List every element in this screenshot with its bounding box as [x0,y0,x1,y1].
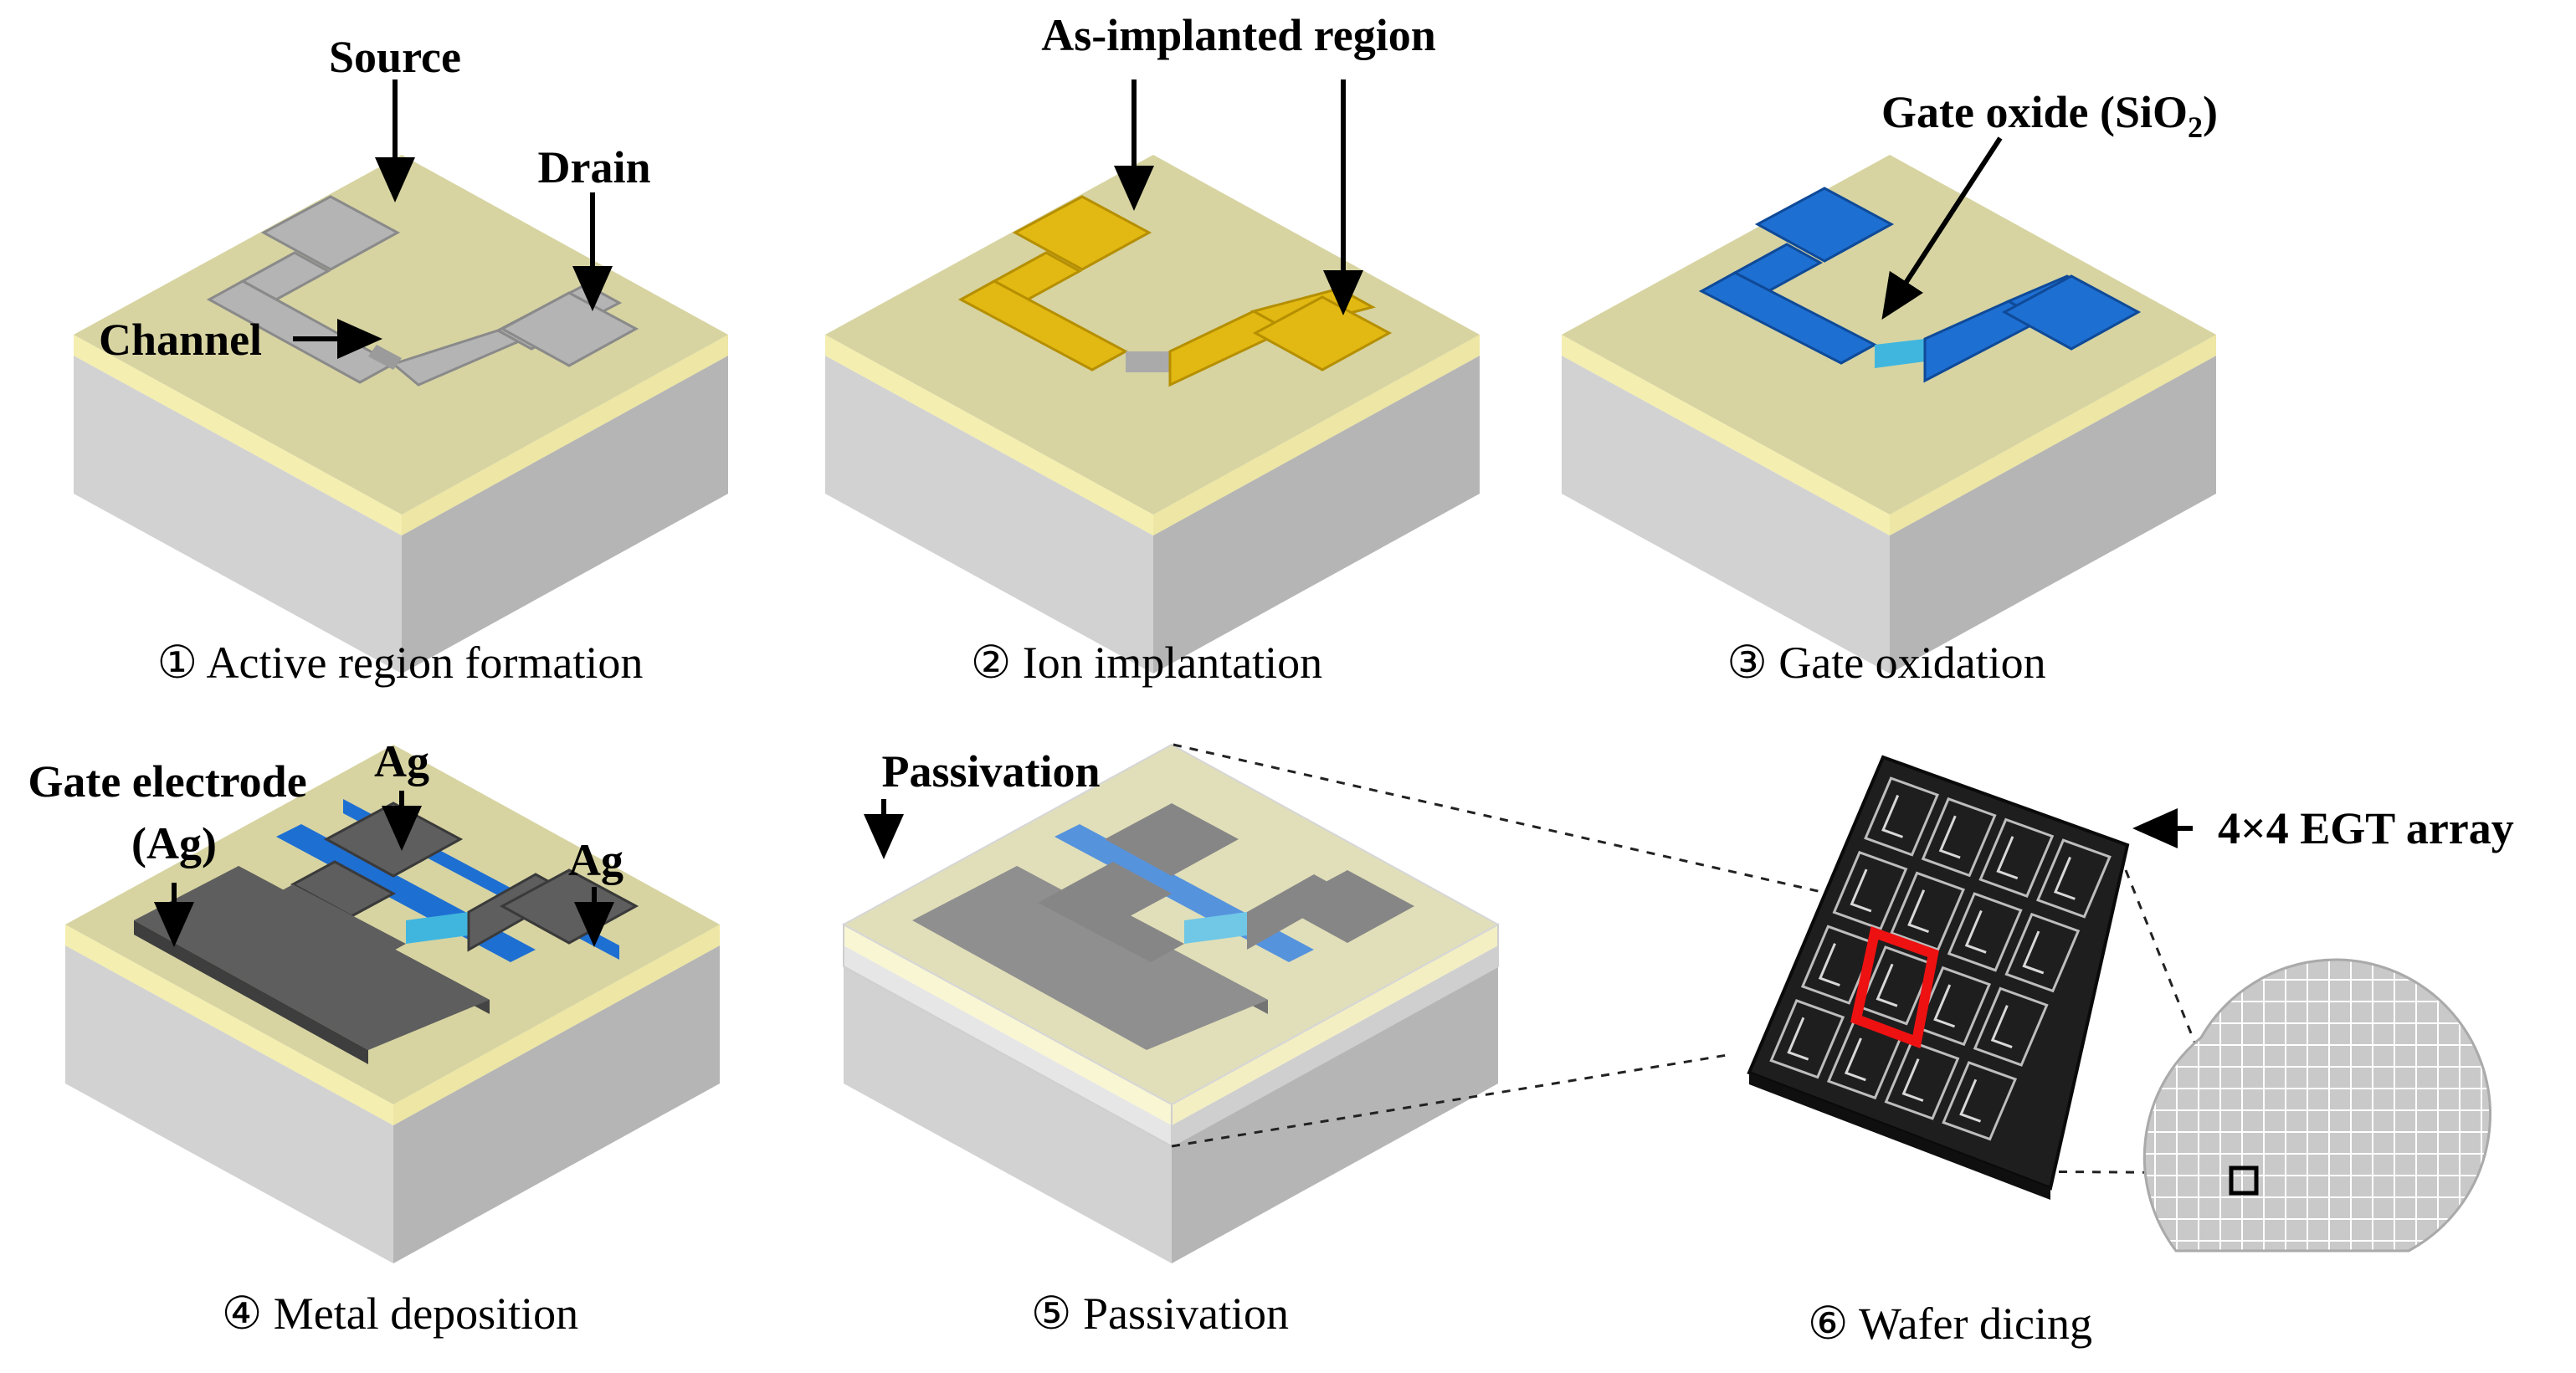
chip-cell [1978,817,2055,898]
label-drain: Drain [538,142,651,192]
chip-cell [1864,776,1940,857]
label-gate-oxide: Gate oxide (SiO2) [1881,87,2218,144]
block-metal-deposition [65,745,720,1263]
passivated-device [912,803,1414,1050]
chip-cell-trace [1938,815,1961,859]
chip-cell-trace [1844,1037,1866,1082]
implanted-shape [957,195,1393,387]
wafer [2142,958,2491,1253]
egt-array-chip [1747,755,2130,1200]
chip-cell [1947,892,2023,972]
chip-cell [1832,850,1908,931]
caption-step-1: ① Active region formation [157,638,644,688]
annotation-arrows [154,79,2193,947]
chip-cell-trace [1996,836,2019,880]
chip-cell-trace [2022,930,2045,975]
chip-cell-trace [2053,856,2076,900]
chip-cell-trace [1907,889,1930,934]
label-ag-right: Ag [568,835,623,885]
label-passivation: Passivation [881,746,1100,797]
caption-step-3: ③ Gate oxidation [1727,638,2045,688]
block-gate-oxidation [1562,155,2216,674]
caption-step-4: ④ Metal deposition [222,1288,578,1339]
passivation-layer [841,743,1501,1148]
caption-step-6: ⑥ Wafer dicing [1808,1299,2092,1349]
chip-cell [1942,1061,2018,1141]
chip-cell [1858,945,1934,1026]
chip-cell [1800,925,1876,1005]
chip-cell [2035,838,2112,919]
step-captions: ① Active region formation ② Ion implanta… [157,638,2092,1349]
label-gate-electrode: Gate electrode [28,756,306,807]
wafer-selected-die [2229,1166,2259,1196]
chip-cell-trace [1818,943,1840,986]
caption-step-2: ② Ion implantation [971,638,1322,688]
chip-cell-trace [1881,794,1903,838]
block-ion-implantation [825,155,1480,674]
chip-cell [1769,999,1845,1079]
label-egt-array: 4×4 EGT array [2218,803,2514,853]
text-labels: Source Drain Channel As-implanted region… [28,10,2513,885]
label-ag-top: Ag [374,736,429,786]
chip-cell-trace [1876,963,1898,1007]
label-gate-electrode-ag: (Ag) [131,818,217,868]
chip-cell [1973,986,2049,1067]
chip-cell [1890,871,1966,951]
chip-cell-trace [1964,909,1987,954]
highlighted-device [1850,926,1939,1049]
chip-cell-trace [1933,984,1956,1028]
block-passivation [841,743,1501,1263]
chip-cell [2004,912,2081,993]
label-channel: Channel [99,315,262,365]
label-as-implanted: As-implanted region [1041,10,1436,60]
chip-cell [1921,797,1997,878]
chip-cell-trace [1850,868,1872,913]
chip-cell-trace [1959,1078,1982,1123]
label-source: Source [329,32,461,82]
caption-step-5: ⑤ Passivation [1031,1288,1289,1339]
chip-cell-trace [1901,1058,1924,1102]
oxide-shape [1698,187,2142,383]
block-active-region [74,155,728,674]
chip-cell-trace [1787,1017,1809,1061]
chip-cell [1884,1040,1960,1120]
chip-cell-trace [1990,1005,2013,1048]
